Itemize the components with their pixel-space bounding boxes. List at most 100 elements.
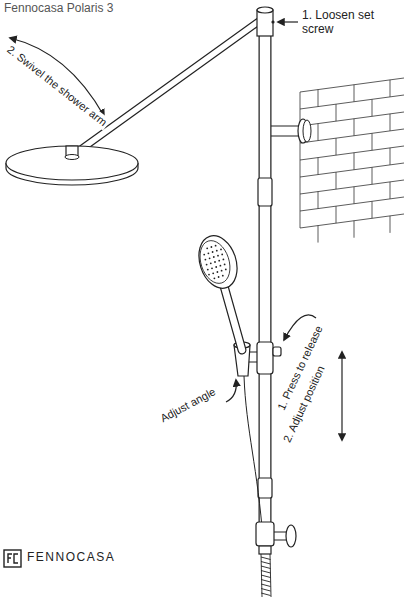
drawing-stroke bbox=[215, 245, 217, 247]
drawing-stroke bbox=[341, 352, 342, 440]
drawing-stroke bbox=[261, 566, 270, 569]
drawing-stroke bbox=[220, 249, 222, 251]
drawing-stroke bbox=[271, 20, 274, 23]
product-title: Fennocasa Polaris 3 bbox=[4, 2, 113, 16]
drawing-stroke bbox=[257, 342, 273, 374]
drawing-stroke bbox=[224, 286, 242, 350]
drawing-stroke bbox=[4, 550, 21, 567]
brand-name: FENNOCASA bbox=[27, 551, 115, 565]
drawing-stroke bbox=[261, 557, 271, 560]
shower-head bbox=[6, 146, 138, 185]
drawing-stroke bbox=[205, 259, 207, 261]
instruction-label: 1. Loosen set screw bbox=[302, 9, 388, 37]
riser-pole bbox=[257, 7, 275, 525]
drawing-stroke bbox=[278, 21, 298, 22]
drawing-stroke bbox=[224, 286, 242, 350]
drawing-stroke bbox=[300, 92, 301, 228]
drawing-stroke bbox=[372, 133, 373, 150]
drawing-stroke bbox=[210, 262, 212, 264]
drawing-stroke bbox=[65, 155, 79, 160]
drawing-stroke bbox=[217, 271, 219, 273]
drawing-stroke bbox=[218, 276, 220, 278]
shower-hose bbox=[261, 554, 271, 597]
drawing-stroke bbox=[300, 197, 404, 211]
drawing-stroke bbox=[372, 167, 373, 184]
drawing-stroke bbox=[223, 259, 225, 261]
drawing-stroke bbox=[225, 269, 227, 271]
drawing-stroke bbox=[300, 112, 404, 126]
drawing-stroke bbox=[256, 522, 274, 546]
drawing-stroke bbox=[261, 575, 270, 578]
drawing-stroke bbox=[195, 237, 235, 287]
drawing-stroke bbox=[203, 254, 205, 256]
drawing-stroke bbox=[390, 114, 391, 131]
hand-shower bbox=[193, 231, 244, 350]
hose-line bbox=[244, 376, 263, 540]
drawing-stroke bbox=[208, 274, 210, 276]
drawing-stroke bbox=[203, 245, 226, 279]
drawing-stroke bbox=[354, 85, 355, 102]
drawing-stroke bbox=[336, 172, 337, 189]
drawing-stroke bbox=[273, 347, 281, 356]
drawing-stroke bbox=[259, 26, 272, 525]
drawing-stroke bbox=[261, 580, 270, 583]
drawing-stroke bbox=[257, 7, 273, 13]
drawing-stroke bbox=[216, 250, 218, 252]
drawing-stroke bbox=[258, 478, 272, 498]
drawing-stroke bbox=[354, 153, 355, 170]
drawing-stroke bbox=[318, 158, 319, 175]
drawing-stroke bbox=[260, 26, 271, 525]
drawing-stroke bbox=[300, 180, 404, 194]
drawing-stroke bbox=[390, 182, 391, 199]
drawing-stroke bbox=[258, 178, 272, 206]
drawing-stroke bbox=[221, 270, 223, 272]
drawing-stroke bbox=[390, 216, 391, 233]
drawing-stroke bbox=[336, 206, 337, 223]
drawing-stroke bbox=[300, 146, 404, 160]
drawing-stroke bbox=[354, 221, 355, 238]
drawing-stroke bbox=[318, 192, 319, 209]
drawing-stroke bbox=[206, 264, 208, 266]
drawing-stroke bbox=[212, 251, 214, 253]
drawing-stroke bbox=[211, 246, 213, 248]
drawing-stroke bbox=[318, 90, 319, 107]
drawing-stroke bbox=[257, 10, 273, 36]
drawing-stroke bbox=[271, 126, 300, 136]
drawing-stroke bbox=[80, 22, 258, 150]
drawing-stroke bbox=[261, 593, 270, 596]
drawing-stroke bbox=[212, 272, 214, 274]
drawing-stroke bbox=[220, 265, 222, 267]
drawing-stroke bbox=[8, 554, 12, 563]
drawing-stroke bbox=[261, 584, 270, 587]
instruction-label: Adjust angle bbox=[157, 384, 220, 425]
drawing-stroke bbox=[206, 247, 208, 249]
drawing-stroke bbox=[222, 275, 224, 277]
drawing-stroke bbox=[300, 78, 404, 92]
wall-outlet bbox=[256, 522, 296, 554]
drawing-stroke bbox=[354, 187, 355, 204]
drawing-stroke bbox=[318, 226, 319, 243]
brand-logo bbox=[4, 550, 21, 567]
drawing-stroke bbox=[261, 562, 270, 565]
drawing-stroke bbox=[390, 80, 391, 97]
drawing-stroke bbox=[209, 257, 211, 259]
drawing-stroke bbox=[261, 554, 271, 597]
drawing-stroke bbox=[372, 201, 373, 218]
drawing-stroke bbox=[14, 554, 18, 563]
drawing-stroke bbox=[217, 255, 219, 257]
drawing-stroke bbox=[211, 267, 213, 269]
drawing-stroke bbox=[300, 129, 404, 143]
drawing-stroke bbox=[214, 277, 216, 279]
drawing-stroke bbox=[303, 120, 311, 142]
drawing-stroke bbox=[261, 571, 270, 574]
drawing-stroke bbox=[221, 254, 223, 256]
drawing-stroke bbox=[336, 104, 337, 121]
drawing-stroke bbox=[214, 261, 216, 263]
drawing-stroke bbox=[226, 380, 236, 402]
shower-arm bbox=[80, 22, 258, 150]
tile-wall bbox=[300, 78, 404, 243]
drawing-stroke bbox=[208, 252, 210, 254]
drawing-stroke bbox=[215, 266, 217, 268]
drawing-stroke bbox=[261, 589, 270, 592]
instruction-label: 2. Swivel the shower arm bbox=[3, 42, 111, 130]
